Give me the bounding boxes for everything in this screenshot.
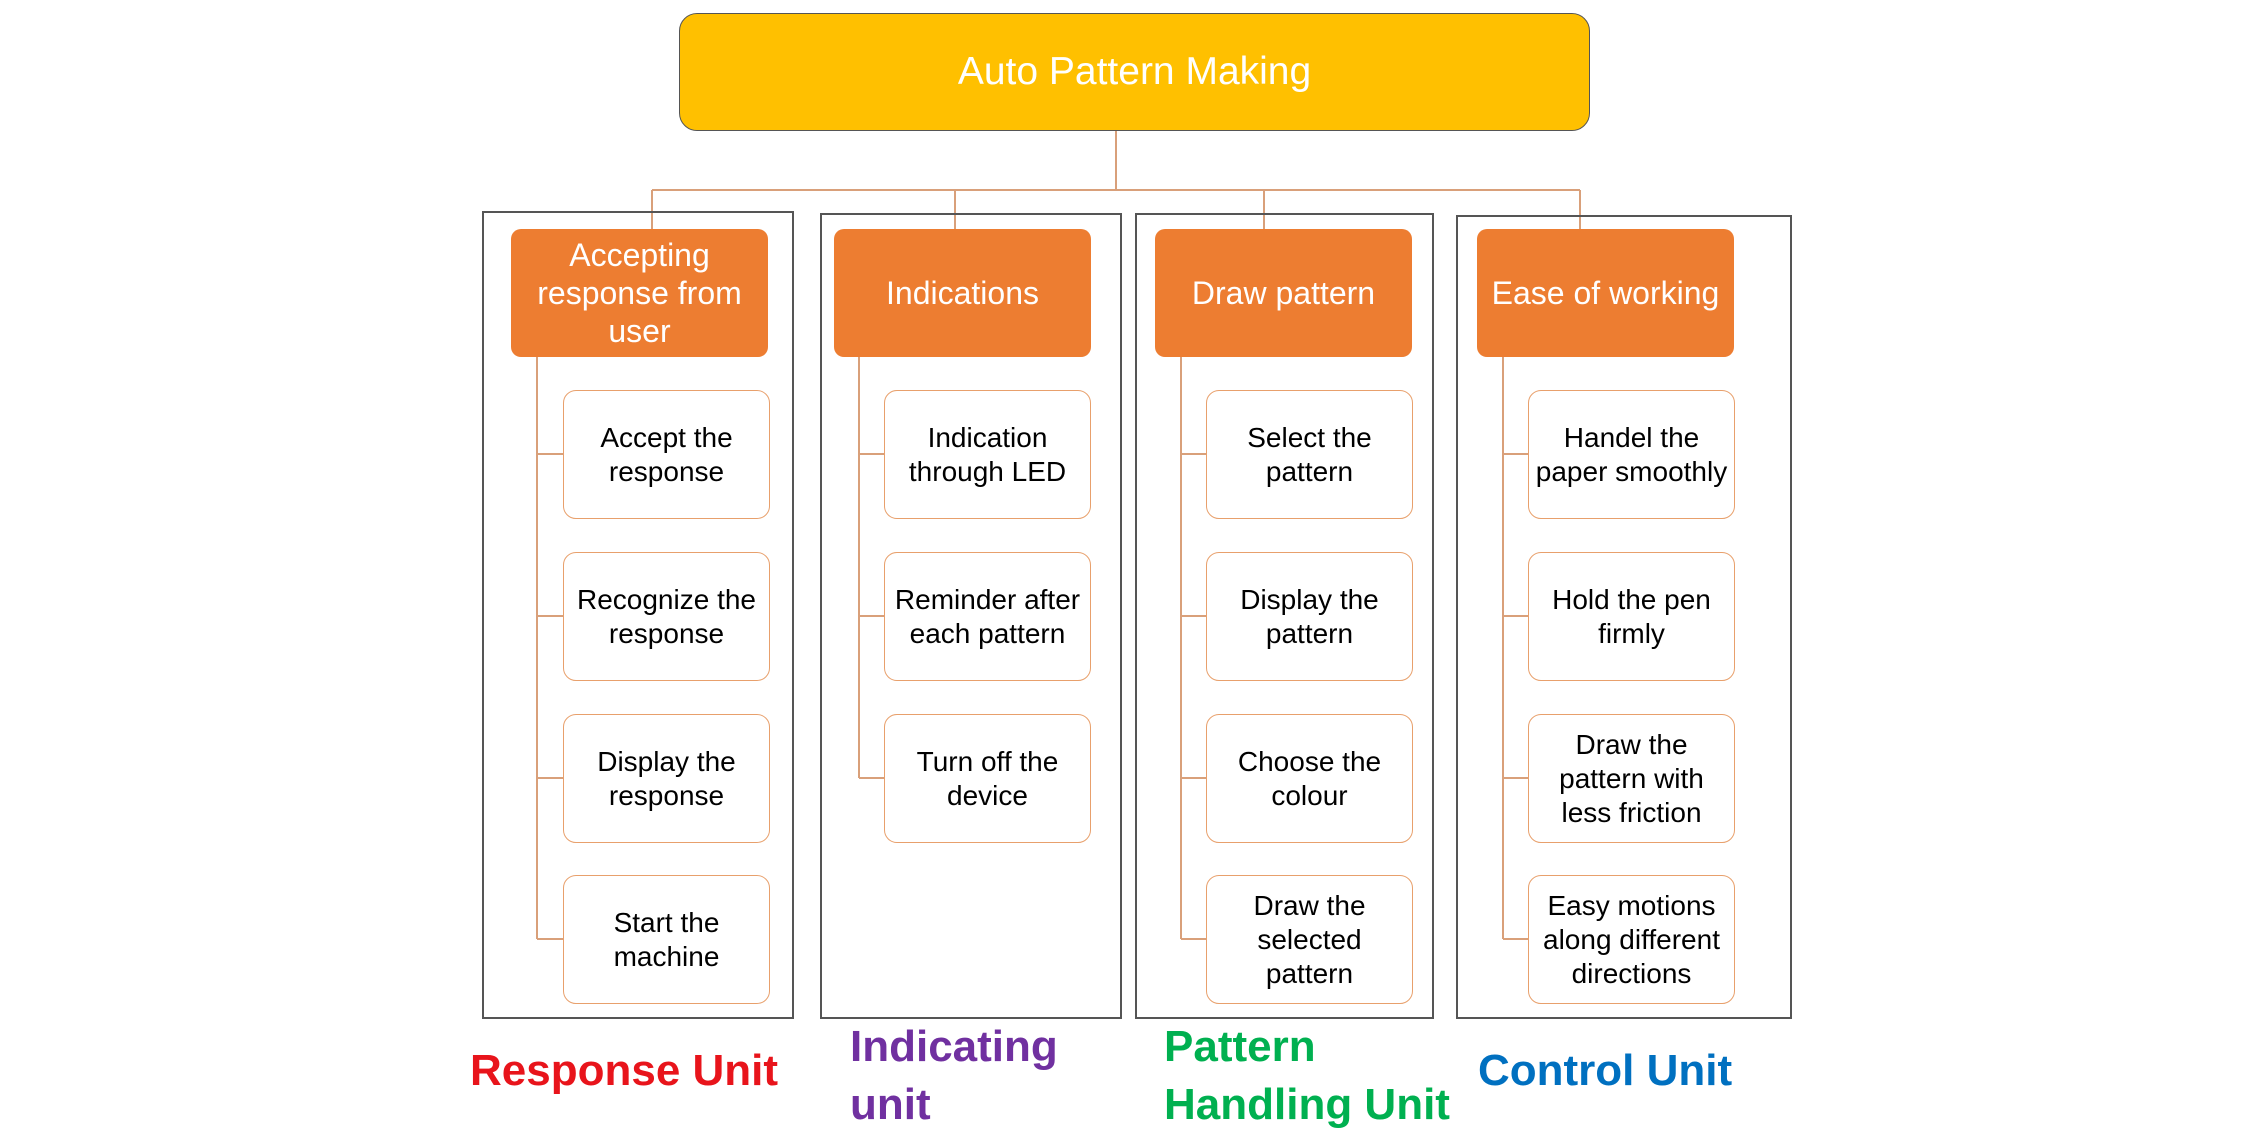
unit-label-pattern: Pattern Handling Unit bbox=[1164, 1018, 1464, 1134]
task-node: Reminder after each pattern bbox=[884, 552, 1091, 681]
task-node: Hold the pen firmly bbox=[1528, 552, 1735, 681]
unit-label-response: Response Unit bbox=[470, 1042, 810, 1100]
unit-label-indicating: Indicating unit bbox=[850, 1018, 1090, 1134]
task-label: Accept the response bbox=[600, 421, 733, 487]
unit-label-text: Control Unit bbox=[1478, 1046, 1733, 1095]
task-node: Draw the selected pattern bbox=[1206, 875, 1413, 1004]
task-label: Recognize the response bbox=[576, 583, 756, 649]
unit-label-text: Pattern Handling Unit bbox=[1164, 1022, 1450, 1129]
task-node: Recognize the response bbox=[563, 552, 770, 681]
task-label: Handel the paper smoothly bbox=[1535, 421, 1728, 487]
task-node: Easy motions along different directions bbox=[1528, 875, 1735, 1004]
task-node: Choose the colour bbox=[1206, 714, 1413, 843]
column-frame-response bbox=[482, 211, 794, 1019]
task-label: Indication through LED bbox=[908, 421, 1067, 487]
task-node: Display the pattern bbox=[1206, 552, 1413, 681]
root-node: Auto Pattern Making bbox=[679, 13, 1590, 131]
category-node-draw-pattern: Draw pattern bbox=[1155, 229, 1412, 357]
task-label: Reminder after each pattern bbox=[894, 583, 1081, 649]
category-label: Indications bbox=[886, 275, 1039, 311]
root-node-label: Auto Pattern Making bbox=[957, 50, 1312, 93]
task-node: Start the machine bbox=[563, 875, 770, 1004]
task-label: Draw the pattern with less friction bbox=[1559, 728, 1704, 828]
task-node: Accept the response bbox=[563, 390, 770, 519]
task-label: Choose the colour bbox=[1237, 745, 1382, 811]
task-node: Select the pattern bbox=[1206, 390, 1413, 519]
column-frame-indicating bbox=[820, 213, 1122, 1019]
category-node-ease: Ease of working bbox=[1477, 229, 1734, 357]
task-node: Draw the pattern with less friction bbox=[1528, 714, 1735, 843]
category-label: Draw pattern bbox=[1191, 275, 1376, 311]
unit-label-text: Indicating unit bbox=[850, 1022, 1058, 1129]
task-label: Display the pattern bbox=[1240, 583, 1379, 649]
column-frame-control bbox=[1456, 215, 1792, 1019]
category-node-response: Accepting response from user bbox=[511, 229, 768, 357]
task-label: Display the response bbox=[597, 745, 736, 811]
task-label: Hold the pen firmly bbox=[1552, 583, 1711, 649]
task-label: Select the pattern bbox=[1247, 421, 1372, 487]
task-node: Display the response bbox=[563, 714, 770, 843]
category-label: Ease of working bbox=[1491, 275, 1720, 311]
column-frame-pattern bbox=[1135, 213, 1434, 1019]
task-label: Start the machine bbox=[613, 906, 720, 972]
category-label: Accepting response from user bbox=[537, 237, 742, 349]
unit-label-control: Control Unit bbox=[1478, 1042, 1778, 1100]
task-node: Handel the paper smoothly bbox=[1528, 390, 1735, 519]
unit-label-text: Response Unit bbox=[470, 1046, 779, 1095]
task-label: Turn off the device bbox=[916, 745, 1059, 811]
category-node-indications: Indications bbox=[834, 229, 1091, 357]
task-label: Easy motions along different directions bbox=[1543, 889, 1720, 989]
task-label: Draw the selected pattern bbox=[1253, 889, 1366, 989]
task-node: Indication through LED bbox=[884, 390, 1091, 519]
task-node: Turn off the device bbox=[884, 714, 1091, 843]
